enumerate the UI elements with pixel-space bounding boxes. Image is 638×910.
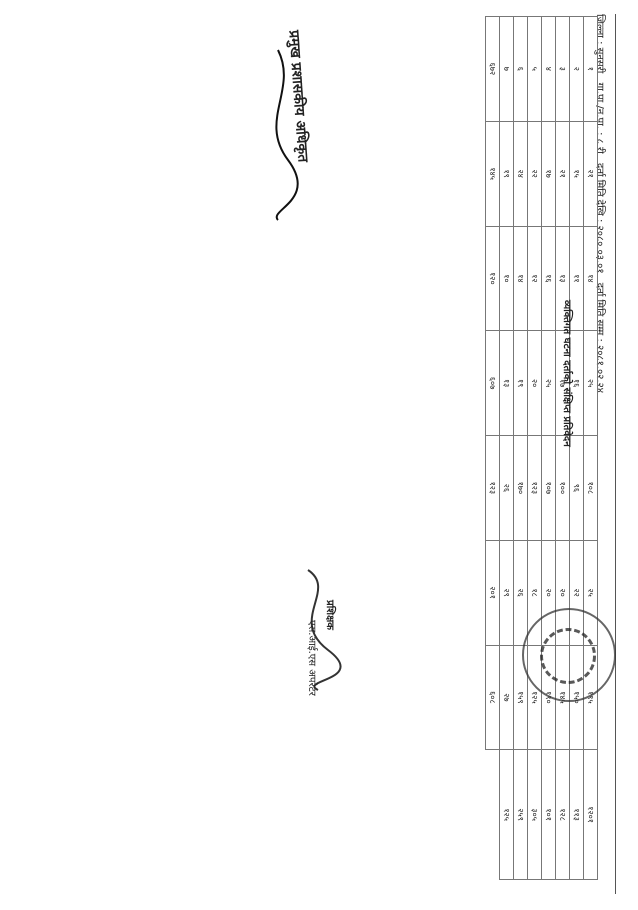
- signature-right-icon: [307, 569, 342, 691]
- table-cell: १७: [541, 121, 556, 226]
- table-cell: २६: [513, 540, 528, 645]
- table-cell: ७: [499, 16, 514, 122]
- total-cell: ६०८: [485, 645, 500, 750]
- table-cell: १२३: [527, 435, 542, 541]
- divider: [615, 14, 616, 894]
- total-cell: ६७२: [485, 16, 500, 122]
- table-cell: १०: [499, 226, 514, 331]
- table-cell: ३: [555, 16, 570, 122]
- table-cell: २५: [583, 330, 598, 436]
- table-cell: १: [583, 16, 598, 122]
- table-cell: ६: [513, 16, 528, 122]
- table-cell: १४: [583, 226, 598, 331]
- table-cell: २५९: [513, 749, 528, 880]
- table-cell: ४: [541, 16, 556, 122]
- table-cell: २२: [527, 121, 542, 226]
- table-cell: १००: [555, 435, 570, 541]
- table-cell: २७: [499, 645, 514, 750]
- table-cell: १६: [541, 226, 556, 331]
- total-cell: ६०७: [485, 330, 500, 436]
- table-cell: २०: [527, 330, 542, 436]
- official-seal-icon: [522, 608, 616, 702]
- table-cell: १५: [569, 121, 584, 226]
- total-cell: १२३: [485, 435, 500, 541]
- table-cell: ११३: [569, 749, 584, 880]
- total-cell: २०१: [485, 540, 500, 645]
- table-cell: १२: [527, 226, 542, 331]
- table-cell: १०८: [583, 435, 598, 541]
- table-cell: १७०: [513, 435, 528, 541]
- table-cell: २४: [513, 121, 528, 226]
- report-caption: व्यक्तिगत घटना दर्ताको संक्षिप्त प्रतिवे…: [561, 300, 572, 447]
- table-cell: २६: [499, 435, 514, 541]
- table-cell: १९: [513, 330, 528, 436]
- table-cell: ५: [527, 16, 542, 122]
- table-cell: १२०१: [583, 749, 598, 880]
- table-cell: २९: [499, 540, 514, 645]
- table-cell: १२५: [499, 749, 514, 880]
- table-cell: १९: [499, 121, 514, 226]
- signature-left-icon: [275, 49, 299, 221]
- table-cell: २१: [555, 121, 570, 226]
- table-cell: १०१: [541, 749, 556, 880]
- signature-right-role: एस.आई.एस अपरेटर: [306, 620, 317, 696]
- total-cell: १२०: [485, 226, 500, 331]
- table-cell: ९६: [569, 435, 584, 541]
- table-cell: २: [569, 16, 584, 122]
- table-cell: ३०५: [527, 749, 542, 880]
- table-cell: २५: [541, 330, 556, 436]
- table-cell: १३: [499, 330, 514, 436]
- total-cell: १४५: [485, 121, 500, 226]
- table-cell: १४: [513, 226, 528, 331]
- table-cell: १०७: [541, 435, 556, 541]
- table-cell: १२८: [555, 749, 570, 880]
- table-cell: २१: [583, 121, 598, 226]
- signature-right-title: प्रशिक्षक: [324, 600, 335, 630]
